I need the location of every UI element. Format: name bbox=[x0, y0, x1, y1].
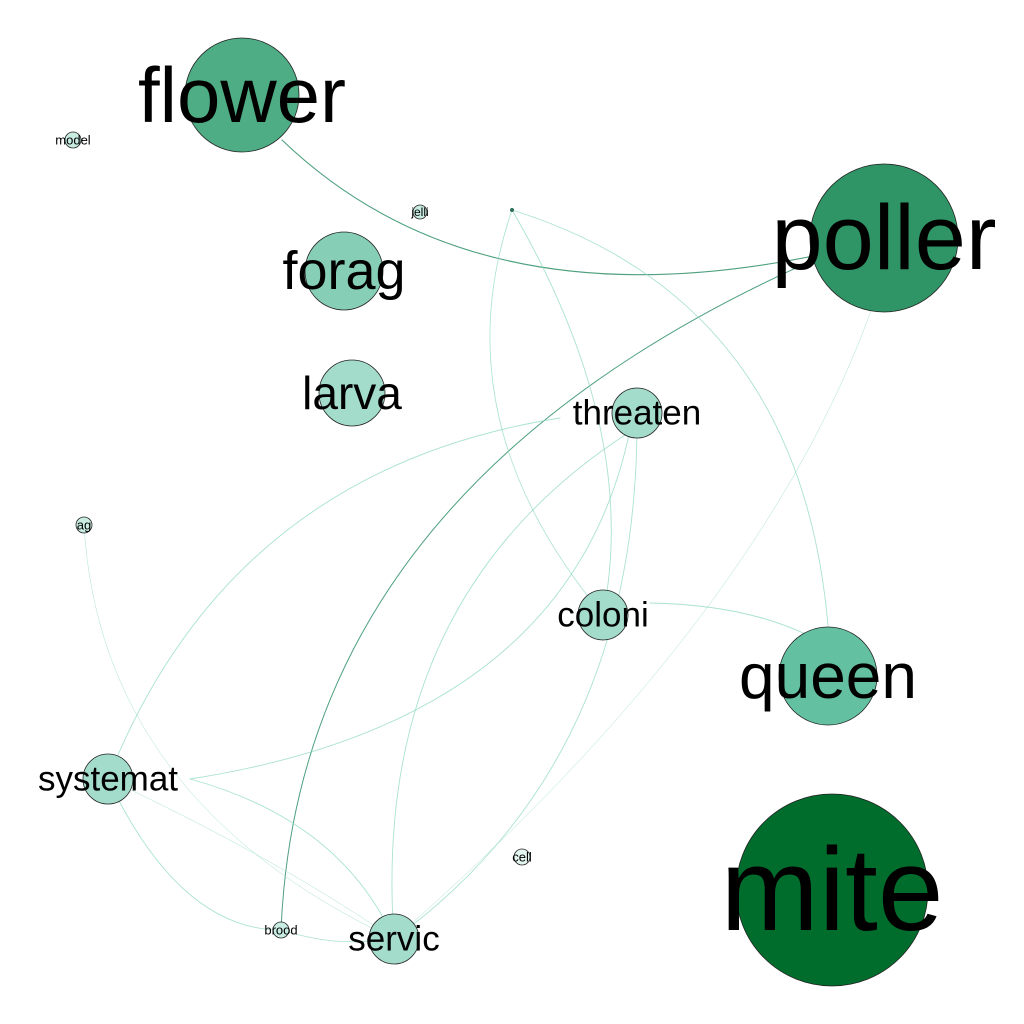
node-label-threaten: threaten bbox=[573, 394, 701, 433]
edge-11 bbox=[83, 524, 395, 940]
node-label-larva: larva bbox=[302, 367, 402, 419]
node-flower[interactable] bbox=[184, 37, 300, 153]
node-threaten[interactable] bbox=[611, 387, 663, 439]
edge-10 bbox=[189, 429, 631, 780]
edge-2 bbox=[107, 417, 561, 780]
node-label-coloni: coloni bbox=[557, 596, 648, 635]
edge-4 bbox=[511, 209, 612, 616]
edge-hub-dot bbox=[510, 208, 514, 212]
edge-1 bbox=[280, 251, 833, 931]
node-label-flower: flower bbox=[138, 51, 346, 139]
node-ag[interactable] bbox=[75, 516, 93, 534]
node-larva[interactable] bbox=[318, 359, 386, 427]
node-layer bbox=[64, 37, 959, 987]
edge-5 bbox=[489, 209, 604, 616]
node-jelli[interactable] bbox=[412, 204, 428, 220]
node-label-ag: ag bbox=[77, 518, 91, 533]
node-servic[interactable] bbox=[368, 913, 420, 965]
edge-15 bbox=[107, 778, 395, 940]
label-layer: mite poller flower queen forag larva threaten c… bbox=[38, 51, 997, 959]
node-label-queen: queen bbox=[739, 640, 917, 712]
node-forag[interactable] bbox=[304, 231, 384, 311]
node-label-systemat: systemat bbox=[38, 760, 178, 799]
edge-6 bbox=[511, 209, 829, 627]
edge-8 bbox=[189, 778, 395, 940]
node-label-mite: mite bbox=[721, 824, 944, 956]
node-cell[interactable] bbox=[513, 848, 531, 866]
node-mite[interactable] bbox=[735, 793, 929, 987]
node-label-servic: servic bbox=[348, 920, 439, 959]
node-label-cell: cell bbox=[512, 850, 532, 865]
node-model[interactable] bbox=[64, 131, 82, 149]
edge-14 bbox=[391, 432, 629, 940]
node-coloni[interactable] bbox=[577, 589, 629, 641]
node-label-jelli: jelli bbox=[410, 205, 428, 219]
node-brood[interactable] bbox=[272, 921, 290, 939]
edge-12 bbox=[280, 929, 371, 943]
edge-0 bbox=[281, 139, 833, 276]
node-systemat[interactable] bbox=[82, 753, 134, 805]
edge-3 bbox=[393, 412, 638, 940]
node-label-poller: poller bbox=[771, 187, 996, 289]
edge-layer bbox=[83, 139, 873, 943]
edge-13 bbox=[393, 307, 873, 940]
node-label-forag: forag bbox=[282, 241, 405, 301]
node-poller[interactable] bbox=[809, 163, 959, 313]
node-label-model: model bbox=[55, 133, 91, 148]
edge-9 bbox=[107, 778, 282, 931]
node-queen[interactable] bbox=[778, 626, 878, 726]
node-label-brood: brood bbox=[264, 923, 297, 938]
